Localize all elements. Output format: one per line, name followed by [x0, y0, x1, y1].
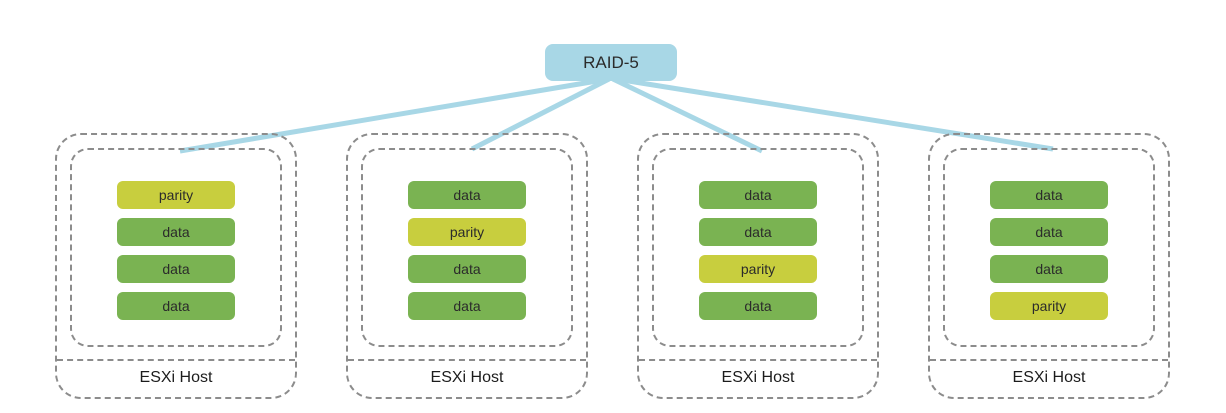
storage-block: parity — [990, 292, 1108, 320]
host-label: ESXi Host — [721, 369, 795, 386]
connector-line-host-2 — [470, 76, 611, 152]
storage-block: data — [990, 255, 1108, 283]
disk-group-4: data data data parity — [943, 148, 1155, 347]
disk-group-2: data parity data data — [361, 148, 573, 347]
esxi-host-3: data data parity data ESXi Host — [637, 133, 879, 399]
storage-block: data — [699, 218, 817, 246]
storage-block: data — [699, 292, 817, 320]
host-label: ESXi Host — [1012, 369, 1086, 386]
raid5-node: RAID-5 — [545, 44, 677, 81]
host-separator — [930, 359, 1168, 361]
storage-block: parity — [408, 218, 526, 246]
esxi-host-1: parity data data data ESXi Host — [55, 133, 297, 399]
storage-block: data — [408, 255, 526, 283]
storage-block: data — [990, 181, 1108, 209]
host-label: ESXi Host — [139, 369, 213, 386]
storage-block: data — [117, 292, 235, 320]
storage-block: parity — [117, 181, 235, 209]
raid5-node-label: RAID-5 — [583, 52, 639, 72]
storage-block: data — [117, 218, 235, 246]
esxi-host-4: data data data parity ESXi Host — [928, 133, 1170, 399]
host-separator — [348, 359, 586, 361]
host-label: ESXi Host — [430, 369, 504, 386]
esxi-host-2: data parity data data ESXi Host — [346, 133, 588, 399]
disk-group-3: data data parity data — [652, 148, 864, 347]
connector-line-host-3 — [611, 76, 764, 154]
host-separator — [57, 359, 295, 361]
connector-line-host-4 — [615, 76, 1054, 152]
disk-group-1: parity data data data — [70, 148, 282, 347]
storage-block: parity — [699, 255, 817, 283]
storage-block: data — [117, 255, 235, 283]
storage-block: data — [408, 292, 526, 320]
connector-line-host-1 — [179, 76, 610, 154]
storage-block: data — [990, 218, 1108, 246]
storage-block: data — [699, 181, 817, 209]
host-separator — [639, 359, 877, 361]
storage-block: data — [408, 181, 526, 209]
